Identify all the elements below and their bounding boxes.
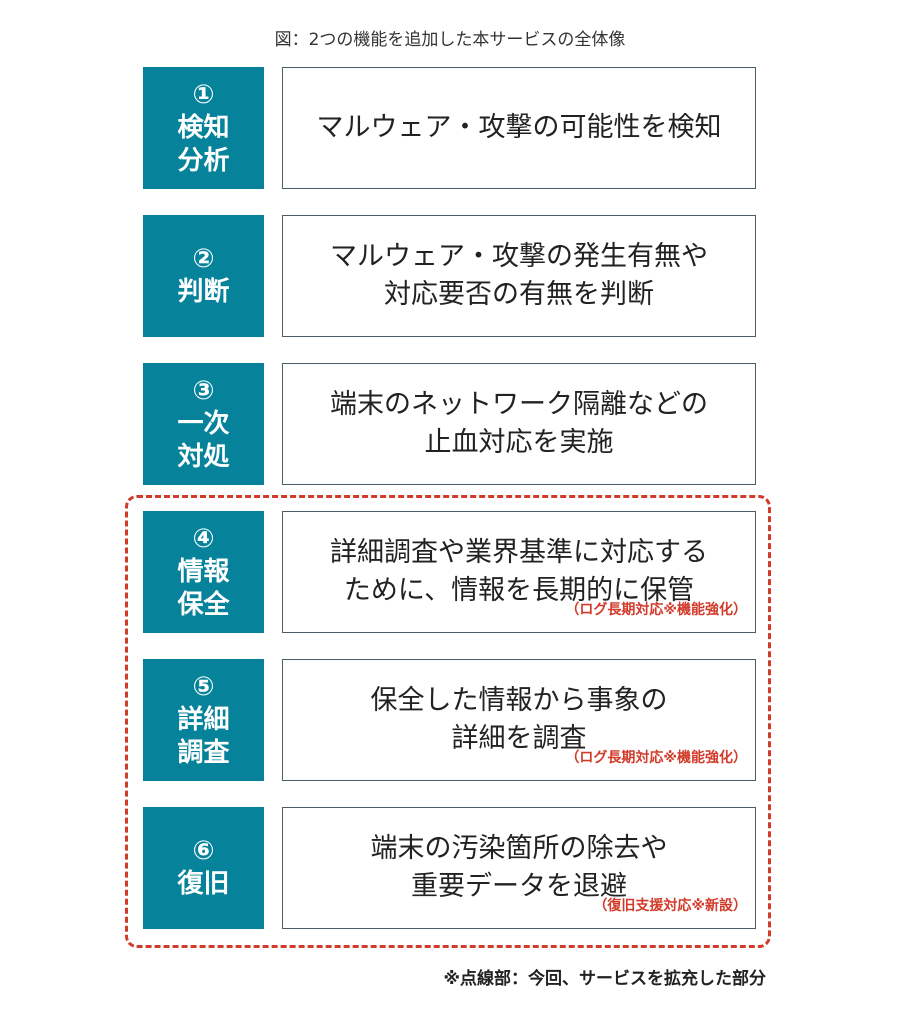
step-label-line: 検知 xyxy=(177,112,230,143)
step-row-6: ⑥ 復旧 端末の汚染箇所の除去や 重要データを退避 （復旧支援対応※新設） xyxy=(143,807,756,929)
step-label-2: ② 判断 xyxy=(143,215,264,337)
step-label-line: 一次 xyxy=(177,408,230,439)
step-label-5: ⑤ 詳細 調査 xyxy=(143,659,264,781)
step-label-line: 対処 xyxy=(177,441,230,472)
step-description-line: 詳細を調査 xyxy=(451,723,587,754)
step-label-line: 保全 xyxy=(177,589,230,620)
step-description-line: ために、情報を長期的に保管 xyxy=(343,575,695,606)
step-label-6: ⑥ 復旧 xyxy=(143,807,264,929)
step-number: ⑥ xyxy=(192,836,215,866)
step-label-line: 情報 xyxy=(177,556,230,587)
step-label-1: ① 検知 分析 xyxy=(143,67,264,189)
step-description-line: 重要データを退避 xyxy=(411,871,627,902)
step-description-line: 対応要否の有無を判断 xyxy=(384,279,654,310)
enhancement-note: （ログ長期対応※機能強化） xyxy=(565,602,747,618)
step-label-4: ④ 情報 保全 xyxy=(143,511,264,633)
step-number: ③ xyxy=(192,375,215,406)
step-number: ④ xyxy=(192,523,215,554)
step-description-line: 保全した情報から事象の xyxy=(370,685,668,716)
step-label-line: 調査 xyxy=(177,737,230,768)
step-row-5: ⑤ 詳細 調査 保全した情報から事象の 詳細を調査 （ログ長期対応※機能強化） xyxy=(143,659,756,781)
step-description-line: 端末のネットワーク隔離などの xyxy=(330,389,708,420)
step-row-1: ① 検知 分析 マルウェア・攻撃の可能性を検知 xyxy=(143,67,756,189)
figure-title: 図：2つの機能を追加した本サービスの全体像 xyxy=(274,30,626,50)
step-label-line: 分析 xyxy=(177,145,230,176)
step-row-2: ② 判断 マルウェア・攻撃の発生有無や 対応要否の有無を判断 xyxy=(143,215,756,337)
step-label-3: ③ 一次 対処 xyxy=(143,363,264,485)
step-description-3: 端末のネットワーク隔離などの 止血対応を実施 xyxy=(282,363,756,485)
step-description-line: マルウェア・攻撃の発生有無や xyxy=(330,241,708,272)
step-number: ① xyxy=(192,79,215,110)
step-description-2: マルウェア・攻撃の発生有無や 対応要否の有無を判断 xyxy=(282,215,756,337)
step-description-5: 保全した情報から事象の 詳細を調査 （ログ長期対応※機能強化） xyxy=(282,659,756,781)
step-number: ⑤ xyxy=(192,671,215,702)
step-description-line: 止血対応を実施 xyxy=(424,427,614,458)
step-row-3: ③ 一次 対処 端末のネットワーク隔離などの 止血対応を実施 xyxy=(143,363,756,485)
step-label-line: 復旧 xyxy=(177,869,230,899)
step-row-4: ④ 情報 保全 詳細調査や業界基準に対応する ために、情報を長期的に保管 （ログ… xyxy=(143,511,756,633)
expanded-scope-dashed-border xyxy=(125,495,771,948)
step-description-line: 詳細調査や業界基準に対応する xyxy=(330,537,708,568)
step-description-line: 端末の汚染箇所の除去や xyxy=(370,833,668,864)
step-description-4: 詳細調査や業界基準に対応する ために、情報を長期的に保管 （ログ長期対応※機能強… xyxy=(282,511,756,633)
step-description-1: マルウェア・攻撃の可能性を検知 xyxy=(282,67,756,189)
dashed-area-footnote: ※点線部：今回、サービスを拡充した部分 xyxy=(443,969,766,989)
step-label-line: 詳細 xyxy=(177,704,230,735)
enhancement-note: （ログ長期対応※機能強化） xyxy=(565,750,747,766)
step-label-line: 判断 xyxy=(177,277,230,307)
step-description-line: マルウェア・攻撃の可能性を検知 xyxy=(316,112,722,143)
new-feature-note: （復旧支援対応※新設） xyxy=(593,898,747,914)
step-number: ② xyxy=(192,244,215,274)
step-description-6: 端末の汚染箇所の除去や 重要データを退避 （復旧支援対応※新設） xyxy=(282,807,756,929)
